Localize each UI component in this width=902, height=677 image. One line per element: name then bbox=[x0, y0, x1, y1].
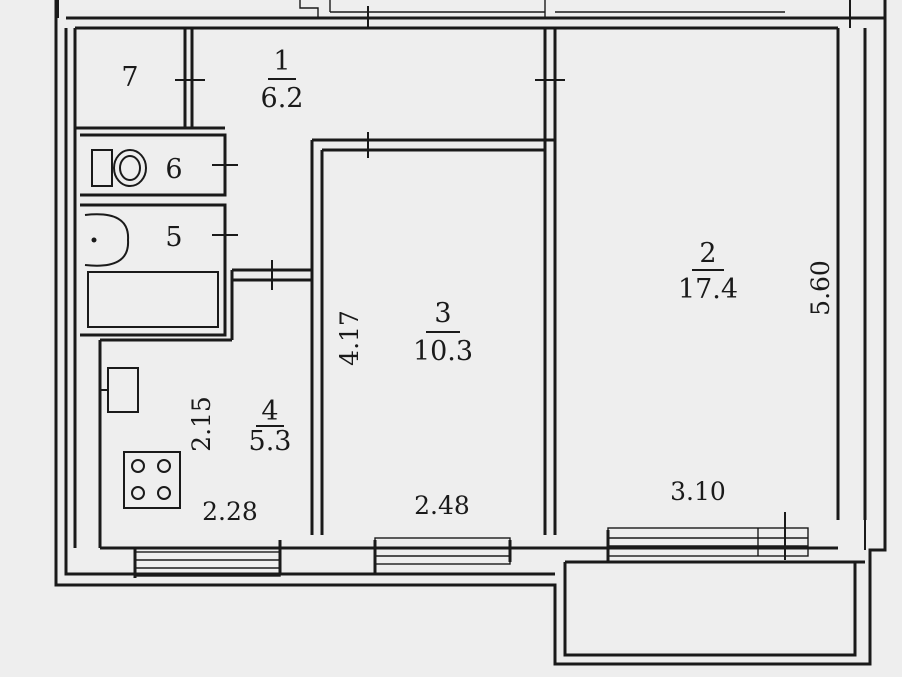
room-1-label: 1 6.2 bbox=[261, 46, 304, 114]
outer-wall-line bbox=[54, 0, 887, 666]
door-ticks bbox=[175, 79, 565, 290]
kitchen-sink-fixture bbox=[100, 367, 139, 413]
window-room-2 bbox=[607, 527, 809, 557]
bath-room-5 bbox=[80, 203, 227, 337]
fixtures bbox=[84, 149, 219, 509]
room-4-number: 4 bbox=[261, 396, 278, 427]
dim-kitchen-width: 2.28 bbox=[202, 497, 258, 526]
dim-kitchen-height: 2.15 bbox=[187, 396, 216, 452]
dim-room2-height: 5.60 bbox=[806, 260, 835, 316]
room-3-number: 3 bbox=[434, 298, 451, 329]
outer-walls bbox=[54, 0, 887, 666]
room-1-area: 6.2 bbox=[261, 83, 304, 114]
top-edge-details bbox=[299, 0, 785, 28]
stove-fixture bbox=[123, 451, 181, 509]
room-1-number: 1 bbox=[273, 46, 290, 77]
room-6-number: 6 bbox=[165, 154, 182, 185]
room-labels: 7 1 6.2 6 5 3 10.3 2 17.4 4 5.3 bbox=[121, 46, 738, 457]
sink-fixture bbox=[84, 213, 130, 267]
dim-room2-width: 3.10 bbox=[670, 477, 726, 506]
room-2-number: 2 bbox=[699, 238, 716, 269]
top-detail-1 bbox=[299, 0, 319, 18]
dimension-labels: 4.17 2.48 5.60 3.10 2.15 2.28 bbox=[187, 260, 835, 526]
windows bbox=[134, 512, 809, 577]
room-3-area: 10.3 bbox=[413, 336, 473, 367]
window-kitchen bbox=[134, 551, 281, 577]
balcony-outline bbox=[563, 562, 857, 657]
dim-room3-width: 2.48 bbox=[414, 491, 470, 520]
room-3-label: 3 10.3 bbox=[413, 298, 473, 367]
toilet-fixture bbox=[91, 149, 147, 187]
room-5-number: 5 bbox=[165, 222, 182, 253]
bathtub-fixture bbox=[87, 271, 219, 328]
room-4-area: 5.3 bbox=[249, 426, 292, 457]
bottom-wall bbox=[98, 520, 866, 657]
room-2-label: 2 17.4 bbox=[678, 238, 738, 305]
room-2-area: 17.4 bbox=[678, 274, 738, 305]
outer-wall-inner-left bbox=[64, 28, 555, 576]
window-room-3 bbox=[374, 537, 511, 565]
room-4-label: 4 5.3 bbox=[249, 396, 292, 457]
dim-room3-height: 4.17 bbox=[335, 310, 364, 366]
interior-walls bbox=[75, 28, 557, 535]
room-7-number: 7 bbox=[121, 62, 138, 93]
